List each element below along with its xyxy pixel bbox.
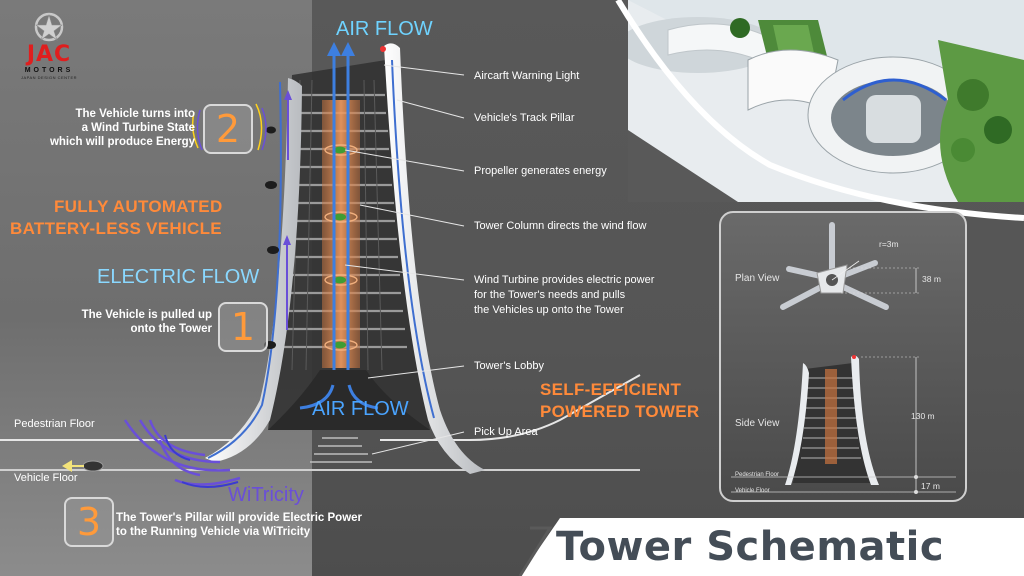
callout-tower-column: Tower Column directs the wind flow xyxy=(474,220,647,232)
step-1-number: 1 xyxy=(218,302,268,352)
headline-left-line-1: FULLY AUTOMATED xyxy=(54,197,223,216)
plan-view-drawing xyxy=(780,222,921,310)
width-label: 38 m xyxy=(922,274,941,284)
callout-lobby: Tower's Lobby xyxy=(474,360,544,372)
headline-left-line-2: BATTERY-LESS VEHICLE xyxy=(10,219,222,238)
callout-wind-turbine-line-1: Wind Turbine provides electric power xyxy=(474,274,655,286)
step-1-line-2: onto the Tower xyxy=(130,323,212,335)
step-3-line-2: to the Running Vehicle via WiTricity xyxy=(116,526,311,538)
vehicle-direction-arrow xyxy=(62,460,72,472)
headline-right-line-2: POWERED TOWER xyxy=(540,402,700,421)
step-3-line-1: The Tower's Pillar will provide Electric… xyxy=(116,512,363,524)
aircraft-warning-light xyxy=(380,46,386,52)
callout-wind-turbine-line-2: for the Tower's needs and pulls xyxy=(474,289,626,301)
brand-tagline: JAPAN DESIGN CENTER xyxy=(20,75,78,80)
step-2-line-2: a Wind Turbine State xyxy=(81,122,195,134)
callout-track-pillar: Vehicle's Track Pillar xyxy=(474,112,575,124)
brand-name: JAC xyxy=(26,42,72,67)
step-2-number: 2 xyxy=(203,104,253,154)
air-flow-top-label: AIR FLOW xyxy=(336,18,433,40)
callout-pick-up-area: Pick Up Area xyxy=(474,426,538,438)
running-vehicle xyxy=(82,460,104,472)
spec-pedestrian-floor-label: Pedestrian Floor xyxy=(735,472,780,478)
title-band xyxy=(518,518,1024,576)
step-3-number: 3 xyxy=(64,497,114,547)
step-2-line-1: The Vehicle turns into xyxy=(75,108,196,120)
witricity-label: WiTricity xyxy=(228,484,304,506)
dimension-drawings xyxy=(731,222,956,494)
callout-propeller: Propeller generates energy xyxy=(474,165,607,177)
radius-label: r=3m xyxy=(879,239,899,249)
callout-warning-light: Aircarft Warning Light xyxy=(474,70,580,82)
vehicle-floor-label: Vehicle Floor xyxy=(14,472,78,484)
page-title: Tower Schematic xyxy=(556,524,945,570)
callout-wind-turbine-line-3: the Vehicles up onto the Tower xyxy=(474,304,624,316)
air-flow-bottom-label: AIR FLOW xyxy=(312,398,409,420)
jac-emblem-icon xyxy=(34,12,64,42)
jac-logo: JAC MOTORS JAPAN DESIGN CENTER xyxy=(10,10,90,82)
pedestrian-floor-label: Pedestrian Floor xyxy=(14,418,95,430)
headline-right-line-1: SELF-EFFICIENT xyxy=(540,380,682,399)
plan-view-label: Plan View xyxy=(735,273,780,284)
height-label: 130 m xyxy=(911,411,935,421)
side-view-label: Side View xyxy=(735,418,780,429)
base-label: 17 m xyxy=(921,481,940,491)
brand-sub: MOTORS xyxy=(24,67,74,74)
side-view-drawing xyxy=(731,355,956,494)
dimension-panel: Plan View r=3m 38 m Side View 130 m 17 m… xyxy=(719,211,967,502)
left-track-pillar xyxy=(205,78,302,462)
spec-vehicle-floor-label: Vehicle Floor xyxy=(735,488,770,494)
step-2-line-3: which will produce Energy xyxy=(49,136,195,148)
electric-flow-label: ELECTRIC FLOW xyxy=(97,266,260,288)
left-background xyxy=(0,0,312,576)
step-1-line-1: The Vehicle is pulled up xyxy=(81,309,212,321)
